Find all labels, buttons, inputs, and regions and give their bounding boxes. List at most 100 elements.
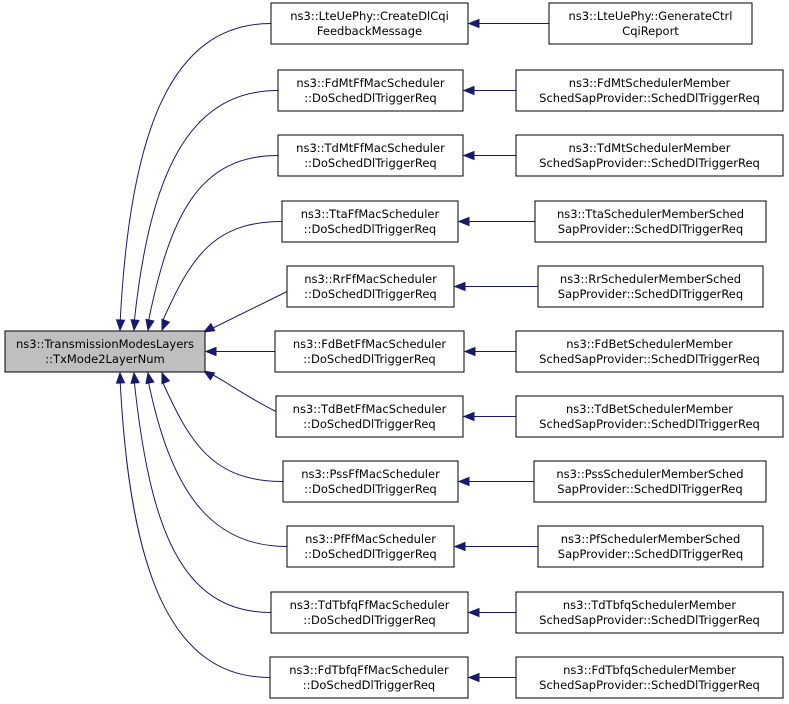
edge-origin-to-caller-7-arrowhead: [457, 476, 470, 487]
edge-caller-to-root-3: [161, 221, 283, 332]
caller-node-8[interactable]: ns3::PfFfMacScheduler ::DoSchedDlTrigger…: [286, 525, 455, 568]
edge-caller-to-root-1-line: [133, 90, 279, 322]
origin-node-label-line1: ns3::FdBetSchedulerMember: [566, 337, 733, 351]
origin-node-label-line1: ns3::TtaSchedulerMemberSched: [557, 207, 744, 221]
caller-node-label-line2: ::DoSchedDlTriggerReq: [303, 417, 436, 431]
edge-origin-to-caller-6-arrowhead: [462, 411, 475, 422]
origin-node-label-line2: SchedSapProvider::SchedDlTriggerReq: [539, 91, 760, 105]
origin-node-5[interactable]: ns3::FdBetSchedulerMember SchedSapProvid…: [515, 330, 784, 373]
edge-caller-to-root-10-arrowhead: [115, 371, 126, 384]
caller-node-0[interactable]: ns3::LteUePhy::CreateDlCqi FeedbackMessa…: [270, 2, 469, 45]
origin-node-label-line1: ns3::FdMtSchedulerMember: [569, 76, 731, 90]
edge-caller-to-root-2-line: [147, 155, 279, 322]
origin-node-label-line1: ns3::TdTbfqSchedulerMember: [563, 598, 736, 612]
edge-origin-to-caller-1-arrowhead: [462, 85, 475, 96]
origin-node-label-line1: ns3::RrSchedulerMemberSched: [560, 272, 741, 286]
origin-node-label-line2: SapProvider::SchedDlTriggerReq: [557, 482, 742, 496]
edge-origin-to-caller-10: [467, 672, 516, 683]
caller-node-label-line1: ns3::TtaFfMacScheduler: [301, 207, 440, 221]
caller-node-label-line1: ns3::PssFfMacScheduler: [301, 467, 440, 481]
edge-caller-to-root-4-arrowhead: [202, 322, 216, 333]
edge-origin-to-caller-1: [462, 85, 516, 96]
edge-caller-to-root-2: [145, 155, 279, 332]
origin-node-8[interactable]: ns3::PfSchedulerMemberSched SapProvider:…: [537, 525, 764, 568]
caller-node-label-line2: ::DoSchedDlTriggerReq: [304, 482, 437, 496]
edge-origin-to-caller-4: [453, 281, 538, 292]
edge-origin-to-caller-3: [457, 216, 535, 227]
origin-node-1[interactable]: ns3::FdMtSchedulerMember SchedSapProvide…: [515, 69, 784, 112]
graph-edges: [115, 18, 549, 683]
origin-node-label-line2: SapProvider::SchedDlTriggerReq: [558, 287, 743, 301]
origin-node-label-line2: CqiReport: [622, 24, 679, 38]
origin-node-3[interactable]: ns3::TtaSchedulerMemberSched SapProvider…: [534, 200, 767, 243]
caller-node-label-line2: ::DoSchedDlTriggerReq: [304, 547, 437, 561]
origin-node-2[interactable]: ns3::TdMtSchedulerMember SchedSapProvide…: [515, 134, 784, 177]
edge-caller-to-root-0-line: [119, 23, 272, 322]
caller-node-2[interactable]: ns3::TdMtFfMacScheduler ::DoSchedDlTrigg…: [277, 134, 464, 177]
caller-node-label-line1: ns3::TdMtFfMacScheduler: [296, 141, 445, 155]
edge-origin-to-caller-9: [467, 607, 516, 618]
caller-node-label-line2: ::DoSchedDlTriggerReq: [303, 352, 436, 366]
caller-node-label-line2: ::DoSchedDlTriggerReq: [304, 91, 437, 105]
caller-node-label-line2: FeedbackMessage: [317, 24, 422, 38]
root-node-tx-mode-2-layer-num[interactable]: ns3::TransmissionModesLayers ::TxMode2La…: [4, 330, 206, 373]
edge-caller-to-root-6-arrowhead: [202, 370, 216, 381]
edge-origin-to-caller-3-arrowhead: [457, 216, 470, 227]
caller-node-label-line2: ::DoSchedDlTriggerReq: [304, 156, 437, 170]
origin-node-7[interactable]: ns3::PssSchedulerMemberSched SapProvider…: [533, 460, 767, 503]
edge-origin-to-caller-5-arrowhead: [463, 346, 476, 357]
edge-caller-to-root-5-arrowhead: [204, 346, 217, 357]
edge-origin-to-caller-2-arrowhead: [462, 150, 475, 161]
caller-node-label-line1: ns3::FdTbfqFfMacScheduler: [289, 663, 449, 677]
origin-node-label-line1: ns3::TdMtSchedulerMember: [569, 141, 731, 155]
caller-node-label-line2: ::DoSchedDlTriggerReq: [303, 678, 436, 692]
edge-caller-to-root-1: [130, 90, 279, 332]
edge-caller-to-root-8-arrowhead: [145, 371, 155, 385]
caller-node-label-line1: ns3::FdMtFfMacScheduler: [296, 76, 444, 90]
edge-origin-to-caller-6: [462, 411, 516, 422]
origin-node-label-line1: ns3::PssSchedulerMemberSched: [556, 467, 743, 481]
root-node-label-line1: ns3::TransmissionModesLayers: [16, 337, 194, 351]
caller-node-4[interactable]: ns3::RrFfMacScheduler ::DoSchedDlTrigger…: [286, 265, 455, 308]
caller-node-1[interactable]: ns3::FdMtFfMacScheduler ::DoSchedDlTrigg…: [277, 69, 464, 112]
caller-node-10[interactable]: ns3::FdTbfqFfMacScheduler ::DoSchedDlTri…: [269, 656, 469, 699]
edge-origin-to-caller-2: [462, 150, 516, 161]
edge-caller-to-root-5: [204, 346, 275, 357]
origin-node-0[interactable]: ns3::LteUePhy::GenerateCtrl CqiReport: [548, 2, 753, 45]
root-node-label-line2: ::TxMode2LayerNum: [45, 352, 164, 366]
edge-caller-to-root-7-arrowhead: [161, 371, 171, 385]
origin-node-label-line2: SchedSapProvider::SchedDlTriggerReq: [539, 352, 760, 366]
origin-node-4[interactable]: ns3::RrSchedulerMemberSched SapProvider:…: [537, 265, 764, 308]
caller-node-label-line1: ns3::TdTbfqFfMacScheduler: [290, 598, 450, 612]
caller-node-3[interactable]: ns3::TtaFfMacScheduler ::DoSchedDlTrigge…: [281, 200, 459, 243]
origin-node-label-line2: SchedSapProvider::SchedDlTriggerReq: [539, 156, 760, 170]
edge-caller-to-root-10: [115, 371, 271, 678]
caller-node-5[interactable]: ns3::FdBetFfMacScheduler ::DoSchedDlTrig…: [274, 330, 465, 373]
edge-caller-to-root-1-arrowhead: [130, 319, 140, 332]
origin-node-label-line1: ns3::PfSchedulerMemberSched: [561, 532, 741, 546]
edge-caller-to-root-0: [115, 23, 272, 332]
caller-node-7[interactable]: ns3::PssFfMacScheduler ::DoSchedDlTrigge…: [282, 460, 459, 503]
edge-caller-to-root-0-arrowhead: [115, 319, 126, 332]
caller-node-label-line1: ns3::PfFfMacScheduler: [305, 532, 436, 546]
edge-caller-to-root-6-line: [212, 374, 277, 412]
origin-node-9[interactable]: ns3::TdTbfqSchedulerMember SchedSapProvi…: [515, 591, 784, 634]
caller-node-9[interactable]: ns3::TdTbfqFfMacScheduler ::DoSchedDlTri…: [270, 591, 469, 634]
edge-origin-to-caller-0: [467, 18, 549, 29]
edge-origin-to-caller-8: [453, 541, 538, 552]
origin-node-6[interactable]: ns3::TdBetSchedulerMember SchedSapProvid…: [515, 395, 784, 438]
caller-node-6[interactable]: ns3::TdBetFfMacScheduler ::DoSchedDlTrig…: [275, 395, 464, 438]
edge-origin-to-caller-10-arrowhead: [467, 672, 480, 683]
origin-node-label-line2: SchedSapProvider::SchedDlTriggerReq: [539, 417, 760, 431]
edge-caller-to-root-10-line: [119, 381, 271, 678]
origin-node-10[interactable]: ns3::FdTbfqSchedulerMember SchedSapProvi…: [515, 656, 784, 699]
origin-node-label-line2: SchedSapProvider::SchedDlTriggerReq: [539, 613, 760, 627]
edge-origin-to-caller-4-arrowhead: [453, 281, 466, 292]
edge-caller-to-root-8: [145, 371, 288, 547]
edge-origin-to-caller-5: [463, 346, 516, 357]
edge-caller-to-root-4-line: [212, 291, 288, 329]
edge-caller-to-root-9-arrowhead: [130, 371, 140, 384]
caller-node-label-line1: ns3::LteUePhy::CreateDlCqi: [290, 9, 449, 23]
edge-origin-to-caller-7: [457, 476, 534, 487]
